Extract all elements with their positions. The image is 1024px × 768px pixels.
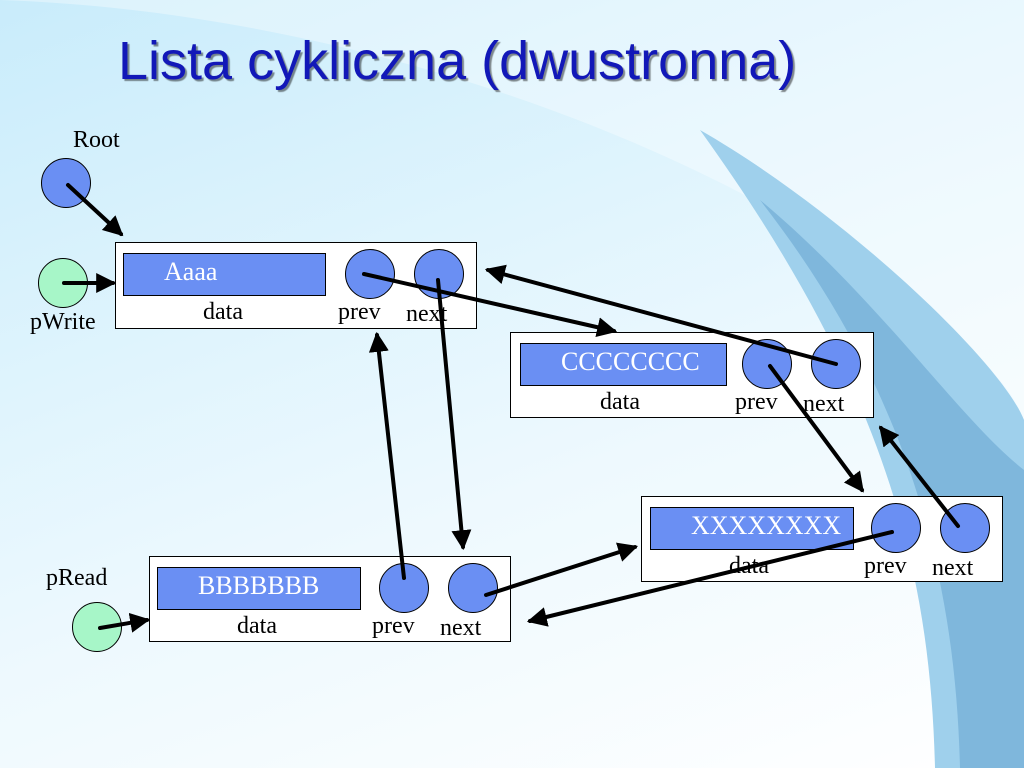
arrow-node-x-prev-to-node-b: [526, 530, 894, 627]
node-a-data-label: data: [203, 299, 243, 325]
node-c-data-box: CCCCCCCC: [520, 343, 727, 386]
arrow-pread-to-node-b: [98, 612, 151, 633]
node-b-prev-label: prev: [372, 613, 415, 639]
list-node-x: XXXXXXXX data prev next: [641, 496, 1003, 582]
root-label: Root: [73, 127, 120, 153]
node-a-data-box: Aaaa: [123, 253, 326, 296]
list-node-c: CCCCCCCC data prev next: [510, 332, 874, 418]
node-b-next-circle: [448, 563, 498, 613]
slide-title: Lista cykliczna (dwustronna): [118, 31, 797, 91]
arrow-node-c-prev-to-node-a: [484, 264, 838, 366]
node-x-next-label: next: [932, 555, 974, 581]
pwrite-label: pWrite: [30, 309, 96, 335]
node-c-prev-label: prev: [735, 389, 778, 415]
node-a-prev-label: prev: [338, 299, 381, 325]
node-c-next-label: next: [803, 391, 845, 417]
arrow-node-c-next-to-node-x: [768, 364, 864, 493]
arrow-root-to-node-a: [66, 183, 124, 237]
node-c-next-circle: [811, 339, 861, 389]
node-x-data-box: XXXXXXXX: [650, 507, 854, 550]
arrow-node-a-next-to-node-c: [362, 272, 618, 338]
arrow-node-x-next-to-node-c: [879, 425, 960, 528]
node-b-data-box: BBBBBBB: [157, 567, 361, 610]
node-x-prev-label: prev: [864, 553, 907, 579]
node-x-prev-circle: [871, 503, 921, 553]
arrow-node-a-prev-to-node-b: [436, 278, 472, 551]
arrow-node-b-next-to-node-x: [484, 542, 639, 597]
node-b-next-label: next: [440, 615, 482, 641]
node-b-data-label: data: [237, 613, 277, 639]
arrow-node-b-prev-to-node-a: [368, 331, 406, 580]
pread-label: pRead: [46, 565, 108, 591]
node-c-data-label: data: [600, 389, 640, 415]
list-node-b: BBBBBBB data prev next: [149, 556, 511, 642]
